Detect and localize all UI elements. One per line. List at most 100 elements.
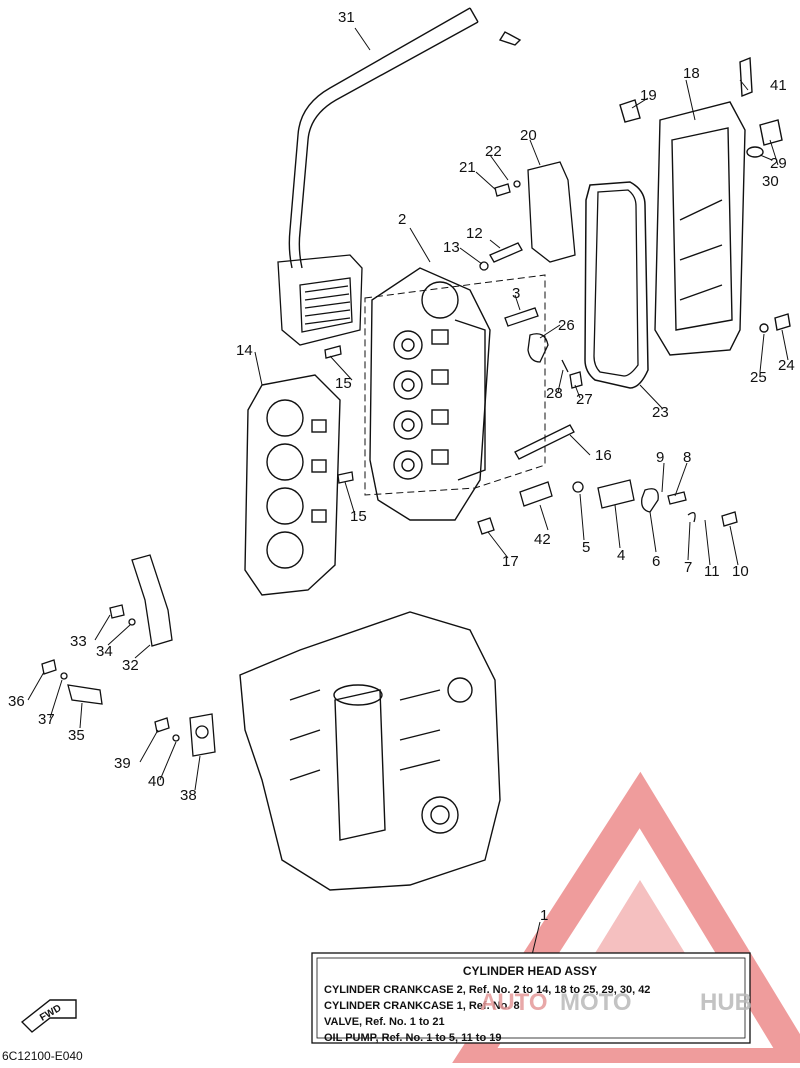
callout-17: 17 (502, 553, 519, 570)
combustion-chamber-1 (393, 330, 423, 360)
washer-37 (60, 672, 68, 680)
gasket-outline (244, 374, 341, 596)
callout-6: 6 (652, 553, 660, 570)
callout-9: 9 (656, 449, 664, 466)
hose-outer (288, 7, 471, 269)
washer-34 (128, 618, 136, 626)
oil-separator (277, 254, 363, 346)
callout-11: 11 (704, 563, 720, 580)
washer-13 (479, 261, 489, 271)
callout-16: 16 (595, 447, 612, 464)
screw-27 (569, 371, 583, 389)
bracket-6 (641, 488, 659, 513)
gasket-23 (584, 181, 649, 389)
callout-3: 3 (512, 285, 520, 302)
watermark-hub: HUB (700, 989, 752, 1016)
separator-mesh (299, 277, 353, 333)
screw-10 (721, 511, 738, 527)
pin-28 (561, 359, 569, 373)
head-dashed-group (364, 274, 546, 496)
exhaust-cover-outline (654, 101, 746, 356)
combustion-chamber-2 (393, 370, 423, 400)
oring-30 (746, 146, 764, 158)
bolt-39 (154, 717, 170, 733)
hose-fitting-19 (619, 99, 641, 123)
plate-38 (189, 713, 216, 757)
oil-filter (421, 796, 459, 834)
callout-30: 30 (762, 173, 779, 190)
callout-15-bottom: 15 (350, 508, 367, 525)
hose-clip (498, 31, 522, 46)
callout-18: 18 (683, 65, 700, 82)
gasket-26 (527, 333, 549, 363)
exhaust-cover (654, 56, 791, 356)
callout-38: 38 (180, 787, 197, 804)
cap-29 (759, 119, 783, 146)
callout-5: 5 (582, 539, 590, 556)
hose-end (469, 7, 479, 23)
callout-28: 28 (546, 385, 563, 402)
callout-12: 12 (466, 225, 483, 242)
callout-42: 42 (534, 531, 551, 548)
bracket-32 (131, 554, 173, 647)
reference-box: CYLINDER HEAD ASSY CYLINDER CRANKCASE 2,… (311, 952, 751, 1044)
bolt-21 (494, 183, 511, 197)
washer-40 (172, 734, 180, 742)
callout-20: 20 (520, 127, 537, 144)
callout-13: 13 (443, 239, 460, 256)
head-port-top (421, 281, 459, 319)
callout-7: 7 (684, 559, 692, 576)
watermark-moto: MOTO (560, 989, 632, 1016)
callout-33: 33 (70, 633, 87, 650)
breather-hose (288, 7, 641, 269)
callout-22: 22 (485, 143, 502, 160)
washer-25 (759, 323, 769, 333)
screw-8 (667, 491, 687, 505)
spark-plug-42 (519, 481, 553, 507)
leader-lines (27, 27, 789, 956)
callout-34: 34 (96, 643, 113, 660)
cover-20 (527, 161, 576, 263)
callout-24: 24 (778, 357, 795, 374)
head-fasteners (324, 242, 738, 535)
callout-10: 10 (732, 563, 749, 580)
hose-inner (298, 21, 479, 269)
reference-box-title: CYLINDER HEAD ASSY (463, 964, 597, 978)
callout-labels: 1 2 3 4 5 6 7 8 9 10 11 12 13 14 15 15 1… (8, 9, 795, 924)
callout-15-top: 15 (335, 375, 352, 392)
callout-36: 36 (8, 693, 25, 710)
reference-row-3: VALVE, Ref. No. 1 to 21 (324, 1016, 445, 1028)
reference-row-2: CYLINDER CRANKCASE 1, Ref. No. 8 (324, 1000, 520, 1012)
callout-26: 26 (558, 317, 575, 334)
callout-40: 40 (148, 773, 165, 790)
plug-3 (504, 307, 539, 327)
callout-8: 8 (683, 449, 691, 466)
bolt-36 (41, 659, 57, 675)
side-cover-group (494, 161, 649, 389)
washer-22 (513, 180, 521, 188)
callout-35: 35 (68, 727, 85, 744)
cylinder-head (364, 267, 546, 521)
separator-body (277, 254, 363, 346)
brackets-left (41, 554, 216, 757)
plate-41 (739, 56, 753, 98)
callout-1: 1 (540, 907, 548, 924)
callout-2: 2 (398, 211, 406, 228)
bolt-24 (774, 313, 791, 331)
callout-37: 37 (38, 711, 55, 728)
bolt-16 (514, 424, 575, 460)
bolt-33 (109, 604, 125, 619)
callout-23: 23 (652, 404, 669, 421)
callout-39: 39 (114, 755, 131, 772)
drawing-code: 6C12100-E040 (2, 1049, 83, 1063)
clip-7 (687, 512, 696, 523)
block-outline (239, 611, 501, 891)
crankcase-block (239, 611, 501, 891)
bolt-17 (477, 517, 495, 535)
watermark-auto: AUTO (480, 989, 548, 1016)
washer-5 (572, 481, 584, 493)
callout-32: 32 (122, 657, 139, 674)
fwd-arrow: FWD (20, 999, 77, 1033)
